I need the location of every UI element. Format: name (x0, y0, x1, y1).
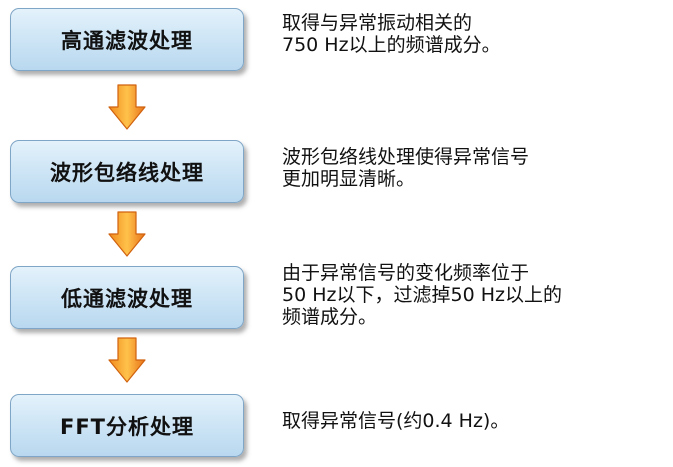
step-label: 低通滤波处理 (61, 286, 193, 311)
step-description-fft-analysis: 取得异常信号(约0.4 Hz)。 (282, 410, 662, 432)
step-description-lowpass-filter: 由于异常信号的变化频率位于 50 Hz以下，过滤掉50 Hz以上的 频谱成分。 (282, 262, 662, 328)
step-label: 波形包络线处理 (50, 160, 204, 185)
arrow-down-icon (108, 84, 146, 130)
description-line: 取得与异常振动相关的 (282, 12, 473, 34)
description-line: 频谱成分。 (282, 306, 378, 328)
description-line: 更加明显清晰。 (282, 168, 416, 190)
step-box-lowpass-filter: 低通滤波处理 (10, 266, 244, 329)
step-box-highpass-filter: 高通滤波处理 (10, 8, 244, 71)
description-line: 750 Hz以上的频谱成分。 (282, 34, 501, 56)
step-description-envelope-processing: 波形包络线处理使得异常信号 更加明显清晰。 (282, 146, 662, 190)
step-box-envelope-processing: 波形包络线处理 (10, 140, 244, 203)
arrow-down-icon (108, 337, 146, 383)
description-line: 由于异常信号的变化频率位于 (282, 262, 530, 284)
step-label: 高通滤波处理 (61, 28, 193, 53)
description-line: 取得异常信号(约0.4 Hz)。 (282, 410, 510, 432)
step-description-highpass-filter: 取得与异常振动相关的 750 Hz以上的频谱成分。 (282, 12, 662, 56)
description-line: 50 Hz以下，过滤掉50 Hz以上的 (282, 284, 562, 306)
step-label: FFT分析处理 (59, 414, 194, 439)
arrow-down-icon (108, 211, 146, 257)
step-box-fft-analysis: FFT分析处理 (10, 394, 244, 457)
description-line: 波形包络线处理使得异常信号 (282, 146, 530, 168)
